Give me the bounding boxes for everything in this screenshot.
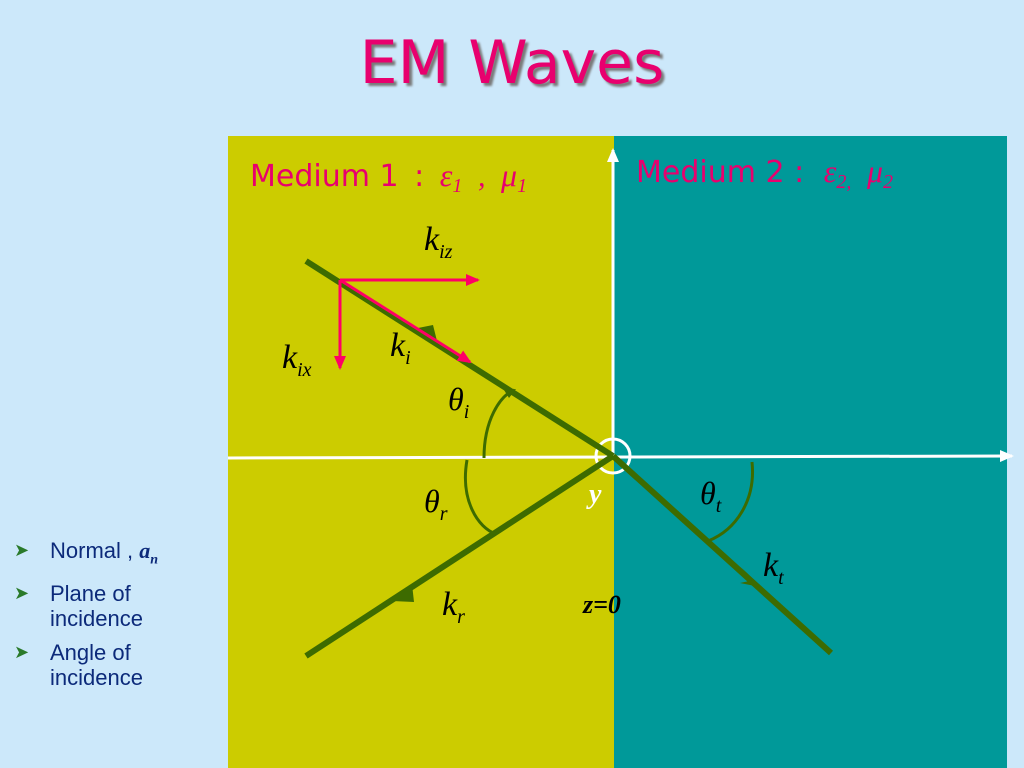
bullet-arrow-icon: ➤ [14, 583, 30, 604]
y-axis-label: y [586, 479, 602, 510]
theta-t-arc [707, 461, 755, 543]
bullet-arrow-icon: ➤ [14, 540, 30, 560]
origin-marker [594, 437, 632, 475]
bullet-normal: ➤ Normal , an [14, 538, 159, 568]
bullet-arrow-icon: ➤ [14, 642, 30, 663]
bullet-list: ➤ Normal , an ➤ Plane of incidence ➤ Ang… [14, 538, 219, 699]
transmitted-ray [610, 453, 834, 656]
z-axis [227, 450, 1014, 463]
medium-1-label: Medium 1 : ε1 , μ1 [250, 157, 527, 200]
transmitted-ray-arrowhead [740, 567, 760, 587]
reflected-ray-arrowhead [392, 584, 414, 602]
z0-label: z=0 [582, 590, 621, 619]
page-title: EM Waves [359, 28, 665, 98]
medium-2-region [614, 136, 1007, 768]
kr-label: kr [442, 586, 465, 628]
reflected-ray [304, 453, 615, 659]
medium-2-label: Medium 2 : ε2, μ2 [636, 153, 893, 196]
normal-symbol: an [139, 538, 159, 568]
kix-label: kix [282, 339, 312, 381]
bullet-angle-of-incidence: ➤ Angle of incidence [14, 640, 143, 691]
theta-r-label: θr [424, 483, 448, 525]
theta-t-label: θt [700, 475, 722, 517]
theta-i-arc-tip [504, 389, 516, 398]
medium-1-region [228, 136, 614, 768]
theta-i-label: θi [448, 381, 469, 423]
ki-label: ki [390, 327, 411, 369]
theta-r-arc [464, 459, 497, 536]
bullet-plane-of-incidence: ➤ Plane of incidence [14, 581, 143, 632]
kiz-label: kiz [424, 221, 453, 263]
kt-label: kt [763, 547, 784, 589]
ki-component-vector [339, 278, 472, 364]
